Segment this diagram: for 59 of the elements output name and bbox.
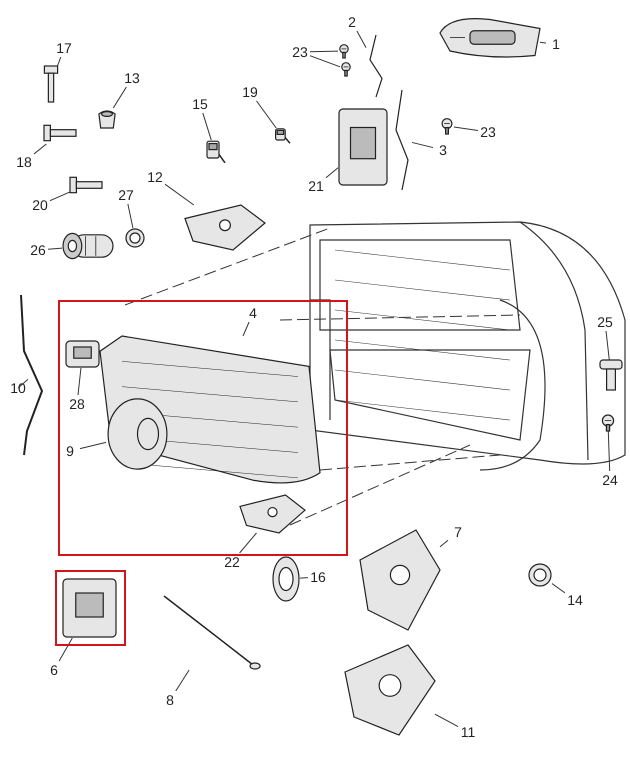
leader-line: [18, 378, 28, 388]
callout-number: 7: [448, 523, 468, 541]
callout-number: 14: [565, 591, 585, 609]
callout-number: 21: [306, 177, 326, 195]
leader-line: [540, 42, 546, 44]
callout-number: 17: [54, 39, 74, 57]
leader-line: [242, 322, 250, 336]
highlight-frame: [55, 570, 126, 646]
leader-line: [58, 638, 73, 662]
leader-line: [356, 30, 366, 48]
leader-line: [175, 670, 190, 692]
leader-line: [310, 50, 338, 52]
leader-line: [48, 248, 62, 250]
callout-number: 18: [14, 153, 34, 171]
callout-number: 24: [600, 471, 620, 489]
highlight-frame: [58, 300, 348, 556]
callout-number: 3: [433, 141, 453, 159]
callout-number: 8: [160, 691, 180, 709]
leader-line: [454, 126, 478, 132]
leader-line: [34, 144, 47, 154]
leader-line: [78, 368, 82, 396]
callout-number: 19: [240, 83, 260, 101]
leader-line: [239, 532, 257, 554]
leader-line: [300, 577, 308, 579]
callout-number: 11: [458, 723, 478, 741]
callout-number: 22: [222, 553, 242, 571]
callout-number: 23: [290, 43, 310, 61]
leader-line: [440, 540, 448, 548]
callout-number: 1: [546, 35, 566, 53]
leader-line: [434, 714, 458, 728]
callout-number: 20: [30, 196, 50, 214]
callout-number: 28: [67, 395, 87, 413]
leader-line: [552, 583, 566, 594]
leader-line: [164, 184, 194, 206]
callout-number: 2: [342, 13, 362, 31]
callout-number: 27: [116, 186, 136, 204]
callout-number: 6: [44, 661, 64, 679]
leader-line: [80, 442, 106, 450]
leader-line: [326, 167, 338, 178]
callout-number: 10: [8, 379, 28, 397]
callout-number: 23: [478, 123, 498, 141]
callout-number: 9: [60, 442, 80, 460]
leader-line: [256, 100, 277, 128]
callout-number: 13: [122, 69, 142, 87]
callout-number: 4: [243, 304, 263, 322]
leader-line: [412, 142, 434, 148]
leader-line: [310, 55, 340, 68]
leader-line: [50, 191, 70, 202]
callout-number: 25: [595, 313, 615, 331]
leader-line: [606, 330, 610, 360]
callout-number: 26: [28, 241, 48, 259]
callout-number: 16: [308, 568, 328, 586]
callout-number: 12: [145, 168, 165, 186]
leader-line: [127, 204, 134, 228]
leader-line: [202, 112, 212, 140]
leader-line: [57, 56, 62, 66]
leader-line: [112, 86, 127, 108]
callout-number: 15: [190, 95, 210, 113]
leader-line: [608, 430, 610, 472]
